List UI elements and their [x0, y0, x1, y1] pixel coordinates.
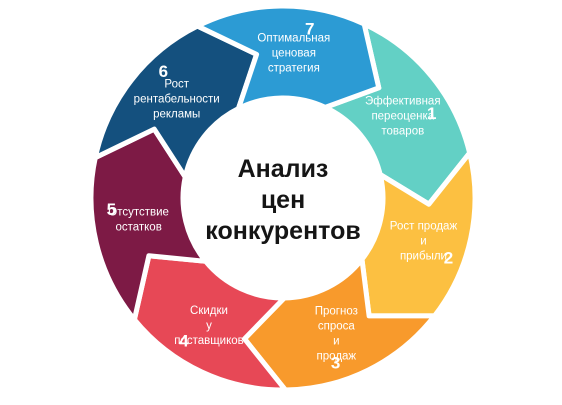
segment-label-line: Рост продаж — [390, 220, 458, 232]
segment-label-line: у — [206, 320, 212, 332]
segment-label-7: Оптимальная ценовая стратегия — [257, 32, 330, 74]
segment-label-line: Прогноз — [315, 305, 358, 317]
segment-number-6: 6 — [159, 62, 168, 81]
center-title-line: Анализ — [238, 155, 329, 183]
segment-label-line: и — [420, 235, 426, 247]
segment-label-line: прибыли — [400, 250, 447, 262]
segment-label-line: продаж — [317, 350, 357, 362]
segment-number-2: 2 — [444, 248, 453, 267]
segment-label-line: ценовая — [272, 47, 316, 59]
segment-label-line: Отсутствие — [108, 206, 169, 218]
segment-label-line: и — [333, 335, 339, 347]
center-title-line: конкурентов — [205, 217, 360, 245]
segment-label-line: спроса — [318, 320, 356, 332]
segment-label-line: Эффективная — [365, 95, 441, 107]
center-circle — [182, 97, 384, 299]
segment-label-line: рекламы — [153, 108, 200, 120]
segment-label-6: Рост рентабельности рекламы — [134, 78, 220, 120]
cycle-segment-7: Оптимальная ценовая стратегия 7 — [195, 3, 382, 111]
segment-number-3: 3 — [331, 353, 340, 372]
segment-label-line: товаров — [381, 125, 424, 137]
center-title-text: Анализ цен конкурентов — [205, 155, 360, 245]
segment-label-line: переоценка — [371, 110, 434, 122]
segment-label-line: поставщиков — [174, 335, 244, 347]
center-title: Анализ цен конкурентов — [205, 155, 360, 245]
segment-label-3: Прогноз спроса и продаж — [315, 305, 358, 362]
segment-label-line: Оптимальная — [257, 32, 330, 44]
segment-label-line: остатков — [115, 221, 161, 233]
segment-number-1: 1 — [427, 104, 436, 123]
segment-label-line: рентабельности — [134, 93, 220, 105]
segment-number-4: 4 — [179, 332, 189, 351]
segment-label-2: Рост продаж и прибыли — [390, 220, 458, 262]
segment-label-line: Скидки — [190, 305, 228, 317]
segment-number-7: 7 — [305, 20, 314, 39]
segment-label-5: Отсутствие остатков — [108, 206, 169, 233]
center-title-line: цен — [261, 186, 305, 214]
segment-number-5: 5 — [107, 200, 116, 219]
segment-label-1: Эффективная переоценка товаров — [365, 95, 441, 137]
segment-label-4: Скидки у поставщиков — [174, 305, 244, 347]
segment-label-line: стратегия — [268, 62, 320, 74]
segment-label-line: Рост — [164, 78, 189, 90]
